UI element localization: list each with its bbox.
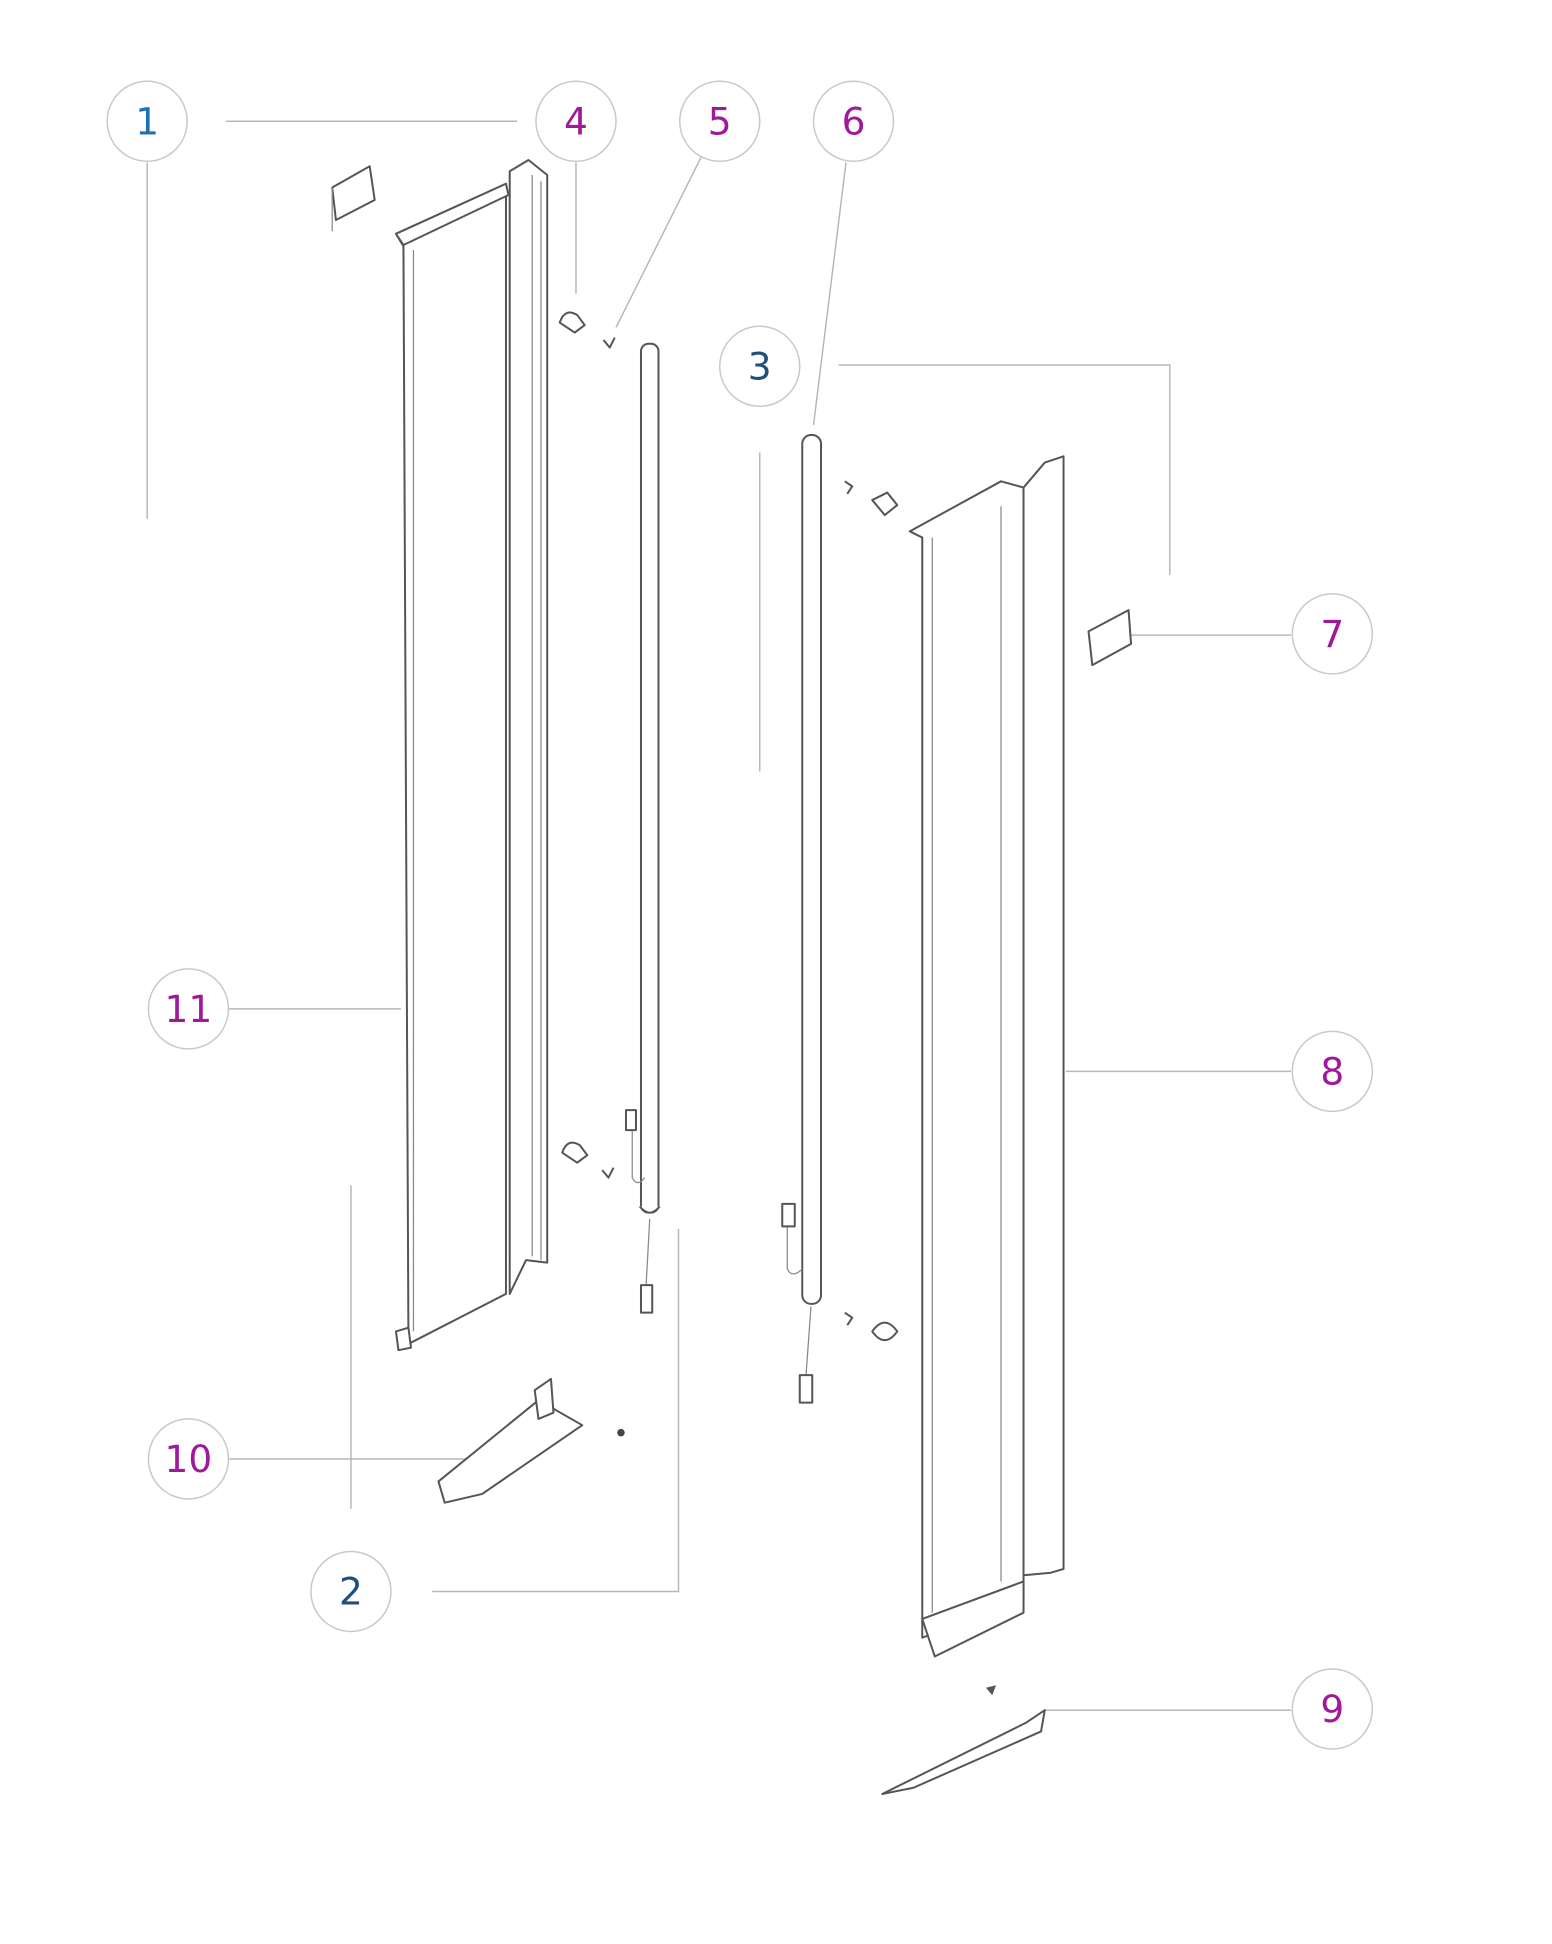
right-hinge-parts [844, 480, 899, 1342]
leader-2 [432, 1228, 680, 1593]
callout-2: 2 [310, 1550, 392, 1633]
callout-1: 1 [106, 80, 188, 163]
callout-label: 11 [165, 987, 213, 1031]
bottom-seal-left [437, 1377, 625, 1504]
left-hinge-parts [558, 311, 616, 1179]
callout-9: 9 [1291, 1668, 1374, 1750]
callout-5: 5 [678, 80, 761, 163]
callout-label: 1 [135, 99, 159, 143]
leader-lines [146, 120, 1292, 1711]
leader-6 [812, 162, 847, 426]
callout-label: 4 [564, 99, 588, 143]
right-rod [781, 434, 823, 1404]
callout-6: 6 [812, 80, 895, 163]
right-clip-part [1087, 609, 1133, 667]
leader-3 [838, 364, 1171, 576]
callout-11: 11 [147, 968, 230, 1050]
left-rod [624, 342, 661, 1314]
callout-label: 3 [748, 344, 772, 388]
bottom-seal-right [881, 1685, 1046, 1795]
callout-3: 3 [718, 325, 801, 408]
callout-10: 10 [147, 1418, 230, 1500]
callout-label: 2 [339, 1569, 363, 1613]
callout-label: 6 [842, 99, 866, 143]
callout-4: 4 [535, 80, 617, 163]
callout-label: 5 [708, 99, 732, 143]
left-clip-part [331, 165, 376, 232]
callout-label: 10 [165, 1437, 213, 1481]
callout-7: 7 [1291, 593, 1374, 675]
left-door-panel [394, 159, 549, 1352]
callout-label: 8 [1320, 1049, 1344, 1093]
leader-5 [615, 157, 702, 328]
callout-label: 9 [1320, 1687, 1344, 1731]
callout-8: 8 [1291, 1030, 1374, 1113]
right-door-panel [908, 455, 1065, 1658]
callout-label: 7 [1320, 612, 1344, 656]
